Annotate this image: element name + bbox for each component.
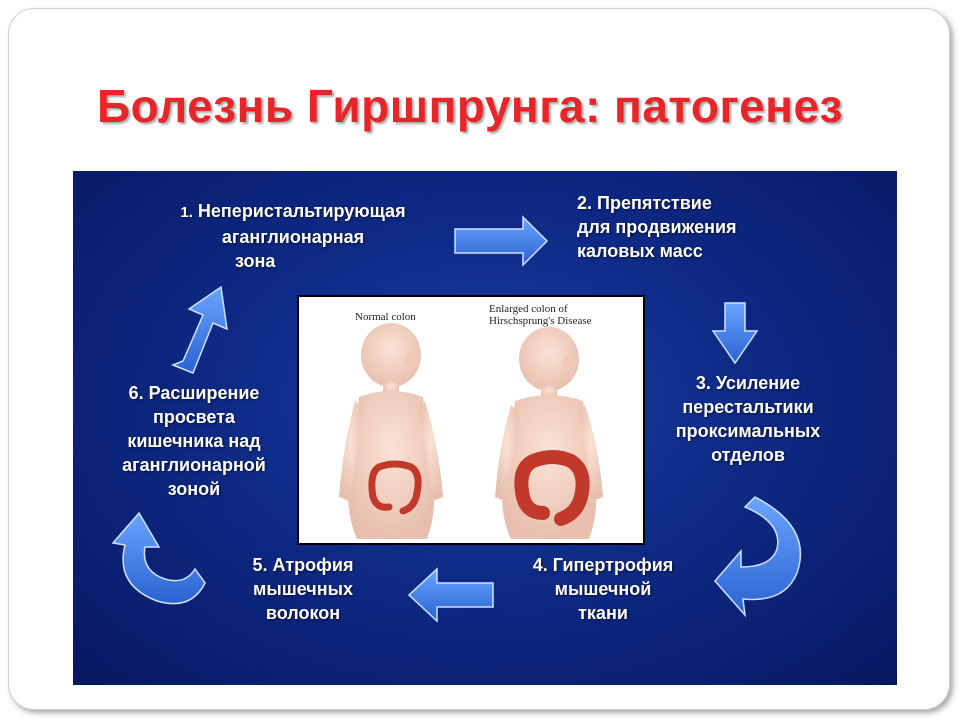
step-5-line3: волокон [265, 603, 341, 623]
colon-illustration: Normal colon Enlarged colon of Hirschspr… [297, 295, 645, 545]
step-5-line2: мышечных [253, 579, 353, 599]
step-1-line3: зона [235, 251, 276, 271]
caption-enlarged-line1: Enlarged colon of [489, 303, 568, 315]
caption-enlarged-colon: Enlarged colon of Hirschsprung's Disease [489, 303, 592, 327]
step-4: 4. Гипертрофия мышечной ткани [493, 553, 713, 625]
step-3: 3. Усиление перестальтики проксимальных … [633, 371, 863, 467]
step-6-line4: аганглионарной [122, 455, 266, 475]
step-3-line1: 3. Усиление [695, 373, 801, 393]
caption-normal-colon: Normal colon [355, 311, 416, 323]
step-6-line2: просвета [152, 407, 236, 427]
step-5-line1: 5. Атрофия [252, 555, 354, 575]
arrow-right-icon [454, 215, 549, 267]
child-normal-figure [339, 323, 443, 539]
step-4-line2: мышечной [554, 579, 652, 599]
step-4-line1: 4. Гипертрофия [532, 555, 674, 575]
enlarged-colon-icon [514, 450, 590, 526]
step-5: 5. Атрофия мышечных волокон [223, 553, 383, 625]
step-6-line3: кишечника над [127, 431, 261, 451]
curved-arrow-up-left-icon [111, 511, 206, 605]
normal-colon-icon [368, 460, 422, 515]
step-1-number: 1. [180, 204, 193, 221]
step-3-line4: отделов [711, 445, 785, 465]
step-3-line3: проксимальных [675, 421, 821, 441]
slide-title: Болезнь Гиршпрунга: патогенез [97, 80, 843, 132]
caption-enlarged-line2: Hirschsprung's Disease [489, 315, 592, 327]
step-1: 1. Неперистальтирующая аганглионарная зо… [143, 199, 443, 273]
cycle-arrows [111, 215, 802, 623]
step-2: 2. Препятствие для продвижения каловых м… [577, 191, 847, 263]
arrow-left-icon [407, 567, 494, 623]
step-6: 6. Расширение просвета кишечника над ага… [79, 381, 309, 501]
slide: Болезнь Гиршпрунга: патогенез 1. Не [8, 8, 950, 710]
step-2-line3: каловых масс [577, 241, 703, 261]
step-6-line5: зоной [167, 479, 221, 499]
children-figures [339, 323, 603, 539]
arrow-down-icon [711, 302, 759, 365]
step-3-line2: перестальтики [682, 397, 814, 417]
step-1-line2: аганглионарная [221, 227, 365, 247]
curved-arrow-down-left-icon [714, 496, 802, 618]
step-4-line3: ткани [578, 603, 628, 623]
arrow-up-icon [170, 285, 228, 374]
step-1-line1: Неперистальтирующая [192, 201, 406, 221]
pathogenesis-panel: 1. Неперистальтирующая аганглионарная зо… [73, 171, 897, 685]
step-2-line1: 2. Препятствие [577, 193, 712, 213]
child-enlarged-figure [495, 327, 603, 539]
step-6-line1: 6. Расширение [128, 383, 260, 403]
step-2-line2: для продвижения [577, 217, 737, 237]
